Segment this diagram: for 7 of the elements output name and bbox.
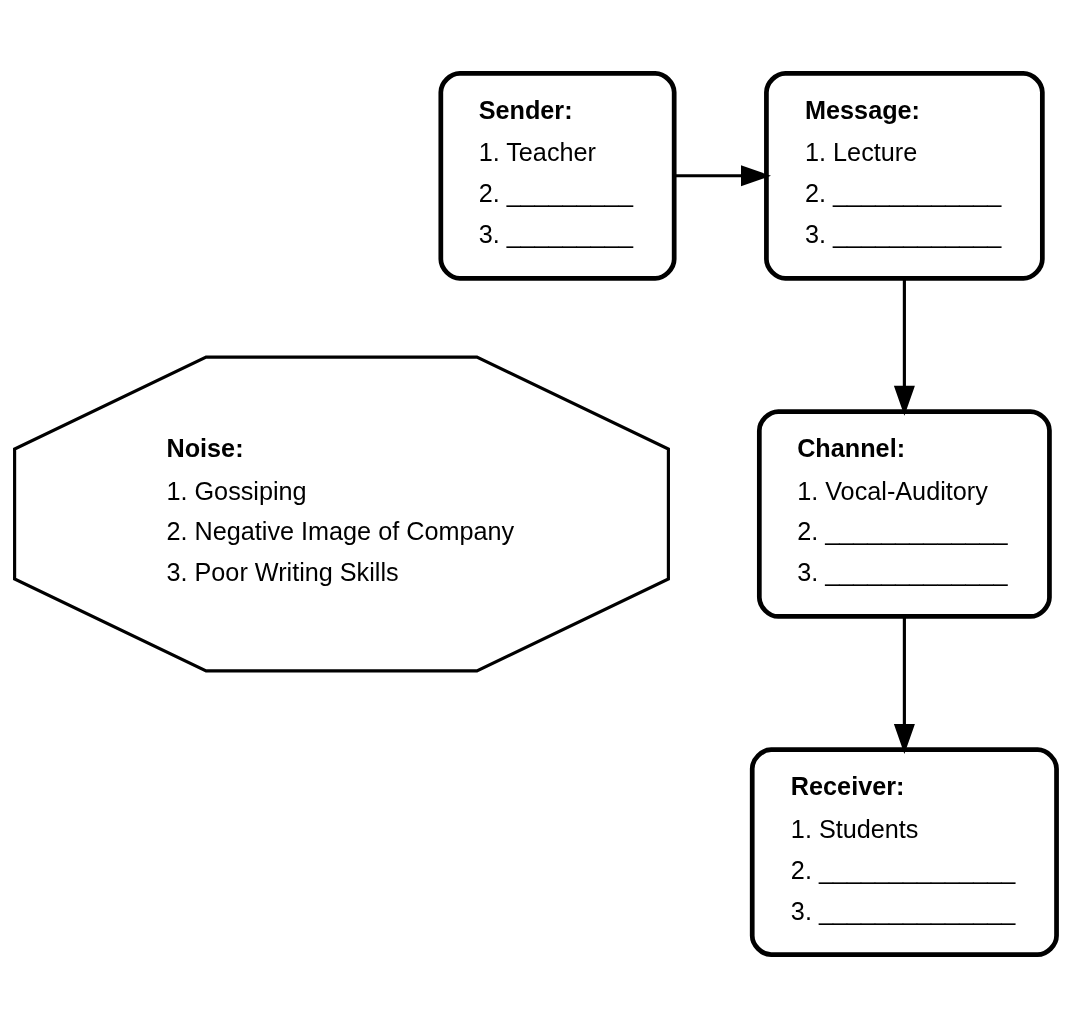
arrow [674,165,771,187]
node-box: Message: 1. Lecture 2. ____________ 3. ____________ [764,70,1045,281]
node-box: Sender: 1. Teacher 2. _________ 3. _________ [438,70,677,281]
node-box: Receiver: 1. Students 2. ______________ 3. ______________ [749,747,1059,958]
arrow [893,616,915,755]
node-box: Channel: 1. Vocal-Auditory 2. _____________ 3. _____________ [756,409,1052,619]
arrow [893,278,915,416]
